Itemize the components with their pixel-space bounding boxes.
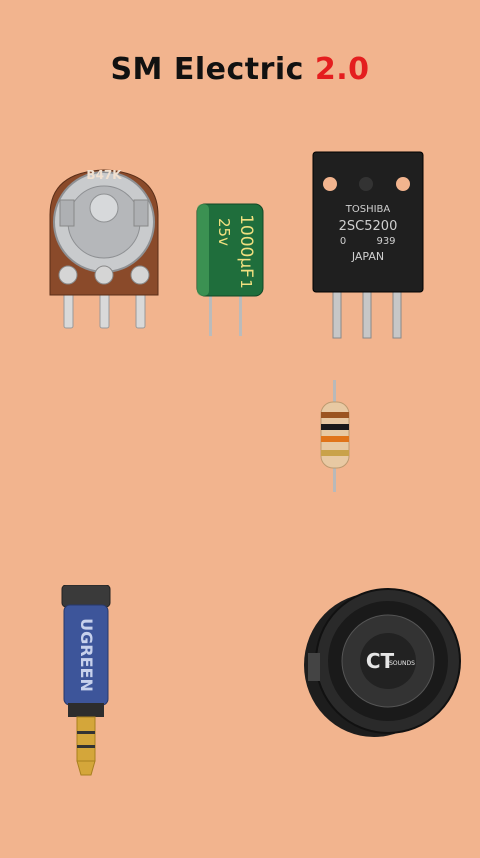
transistor-part: 2SC5200 <box>339 219 398 234</box>
potentiometer-image: B47K <box>49 168 159 329</box>
capacitor-mark: 1 <box>237 279 255 289</box>
transistor-code1: 0 <box>340 236 346 247</box>
title-main: SM Electric <box>110 52 304 87</box>
resistor-image <box>320 380 350 492</box>
transistor-origin: JAPAN <box>351 250 384 263</box>
transistor-code2: 939 <box>376 236 395 247</box>
title-version: 2.0 <box>314 52 370 87</box>
capacitor-image: 1000µF 25v 1 <box>196 203 264 336</box>
capacitor-voltage: 25v <box>215 218 233 246</box>
transistor-brand: TOSHIBA <box>345 204 391 215</box>
audio-jack-image: UGREEN <box>61 585 111 776</box>
audio-jack-brand: UGREEN <box>77 618 96 692</box>
subwoofer-logo: CT <box>366 649 395 673</box>
subwoofer-sub: SOUNDS <box>389 660 415 667</box>
capacitor-value: 1000µF <box>236 214 256 278</box>
subwoofer-image: CT SOUNDS <box>304 588 461 737</box>
page-title: SM Electric 2.0 <box>0 52 480 87</box>
transistor-image: TOSHIBA 2SC5200 0 939 JAPAN <box>312 151 424 339</box>
potentiometer-label: B47K <box>86 168 122 182</box>
